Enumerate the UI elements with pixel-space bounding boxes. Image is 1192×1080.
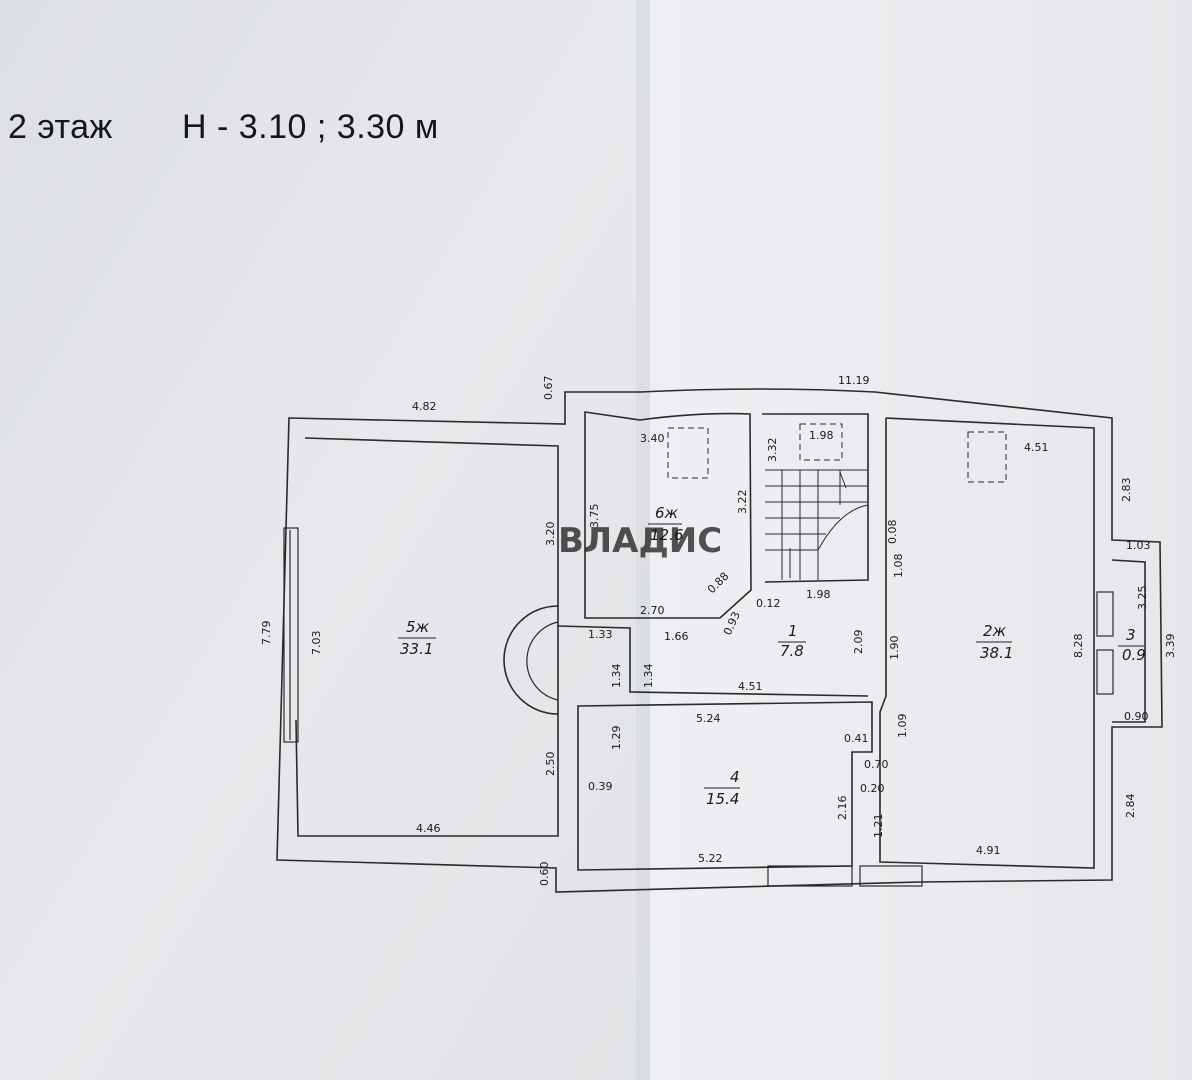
dim-r3-outer: 3.39 <box>1164 634 1177 659</box>
dim-r5-right-lower: 2.50 <box>544 752 557 777</box>
room-2-number: 2ж <box>983 622 1007 640</box>
dim-r6-diag: 0.88 <box>705 570 732 597</box>
room-1-area: 7.8 <box>780 642 804 660</box>
room-6-area: 12.6 <box>650 526 683 544</box>
window-room-3-lower <box>1096 649 1114 695</box>
dim-stair-gap: 0.12 <box>756 597 781 610</box>
hatch-stairs <box>799 423 843 461</box>
wall-room-2 <box>879 417 1095 869</box>
dim-stair-top: 1.98 <box>809 429 834 442</box>
dim-top-step: 0.67 <box>542 376 555 401</box>
dim-r5-right-upper: 3.20 <box>544 522 557 547</box>
wall-room-4 <box>577 701 873 871</box>
wall-room-3 <box>1111 559 1146 723</box>
wall-room-5 <box>295 437 559 837</box>
dim-r2-top: 4.51 <box>1024 441 1049 454</box>
room-3-number: 3 <box>1126 626 1136 644</box>
dim-r4-b: 0.41 <box>844 732 869 745</box>
ceiling-height-label: H - 3.10 ; 3.30 м <box>182 108 439 146</box>
room-3-area: 0.9 <box>1122 646 1146 664</box>
dim-r2-d: 1.09 <box>896 714 909 739</box>
hatch-room-2 <box>967 431 1007 483</box>
room-2-area: 38.1 <box>980 644 1013 662</box>
dim-hall-height: 2.09 <box>852 630 865 655</box>
dim-r2-right-bottom: 2.84 <box>1124 794 1137 819</box>
dim-r2-e: 1.21 <box>872 814 885 839</box>
window-room-5 <box>283 527 299 743</box>
dim-r4-left: 1.29 <box>610 726 623 751</box>
door-room-2 <box>859 865 923 887</box>
wall-room-6 <box>584 411 752 619</box>
dim-r4-d: 0.20 <box>860 782 885 795</box>
dim-r3-top: 1.03 <box>1126 539 1151 552</box>
dim-top-overall: 11.19 <box>838 374 870 387</box>
dim-hall-width: 4.51 <box>738 680 763 693</box>
dim-r4-bottom: 5.22 <box>698 852 723 865</box>
room-1-number: 1 <box>788 622 798 640</box>
dim-r2-b: 1.08 <box>892 554 905 579</box>
dim-bottom-step: 0.60 <box>538 862 551 887</box>
dim-hall-c: 1.34 <box>610 664 623 689</box>
dim-hall-b: 1.66 <box>664 630 689 643</box>
outer-wall <box>276 388 1163 893</box>
dim-stair-height: 3.32 <box>766 438 779 463</box>
dim-r2-right-top: 2.83 <box>1120 478 1133 503</box>
window-room-3-upper <box>1096 591 1114 637</box>
dim-r2-bottom: 4.91 <box>976 844 1001 857</box>
dim-r6-bottom: 2.70 <box>640 604 665 617</box>
dim-left-inner: 7.03 <box>310 631 323 656</box>
dim-r4-a: 0.39 <box>588 780 613 793</box>
dim-r4-top: 5.24 <box>696 712 721 725</box>
dim-hall-a: 1.33 <box>588 628 613 641</box>
dim-stair-bottom: 1.98 <box>806 588 831 601</box>
wall-hall <box>557 625 869 697</box>
dim-r2-a: 0.08 <box>886 520 899 545</box>
staircase <box>765 469 869 580</box>
floor-header: 2 этаж H - 3.10 ; 3.30 м <box>8 108 438 147</box>
wall-stairs <box>762 413 869 583</box>
door-room-4 <box>767 865 853 887</box>
dim-r6-right: 3.22 <box>736 490 749 515</box>
bay-window <box>503 605 559 715</box>
hatch-room-6 <box>667 427 709 479</box>
dim-r3-bottom: 0.90 <box>1124 710 1149 723</box>
dim-top-left: 4.82 <box>412 400 437 413</box>
room-4-number: 4 <box>730 768 740 786</box>
dim-r2-c: 1.90 <box>888 636 901 661</box>
watermark-text: ВЛАДИС <box>558 521 722 561</box>
dim-r4-c: 0.70 <box>864 758 889 771</box>
dim-r3-height: 3.25 <box>1136 586 1149 611</box>
dim-r6-top: 3.40 <box>640 432 665 445</box>
room-4-area: 15.4 <box>706 790 739 808</box>
floor-label: 2 этаж <box>8 108 113 146</box>
dim-left-outer: 7.79 <box>260 621 273 646</box>
dim-hall-d: 1.34 <box>642 664 655 689</box>
room-6-number: 6ж <box>655 504 679 522</box>
dim-r4-e: 2.16 <box>836 796 849 821</box>
dim-r6-left: 3.75 <box>588 504 601 529</box>
room-5-number: 5ж <box>406 618 430 636</box>
dim-r2-right-mid: 8.28 <box>1072 634 1085 659</box>
dim-r5-bottom: 4.46 <box>416 822 441 835</box>
room-5-area: 33.1 <box>400 640 433 658</box>
